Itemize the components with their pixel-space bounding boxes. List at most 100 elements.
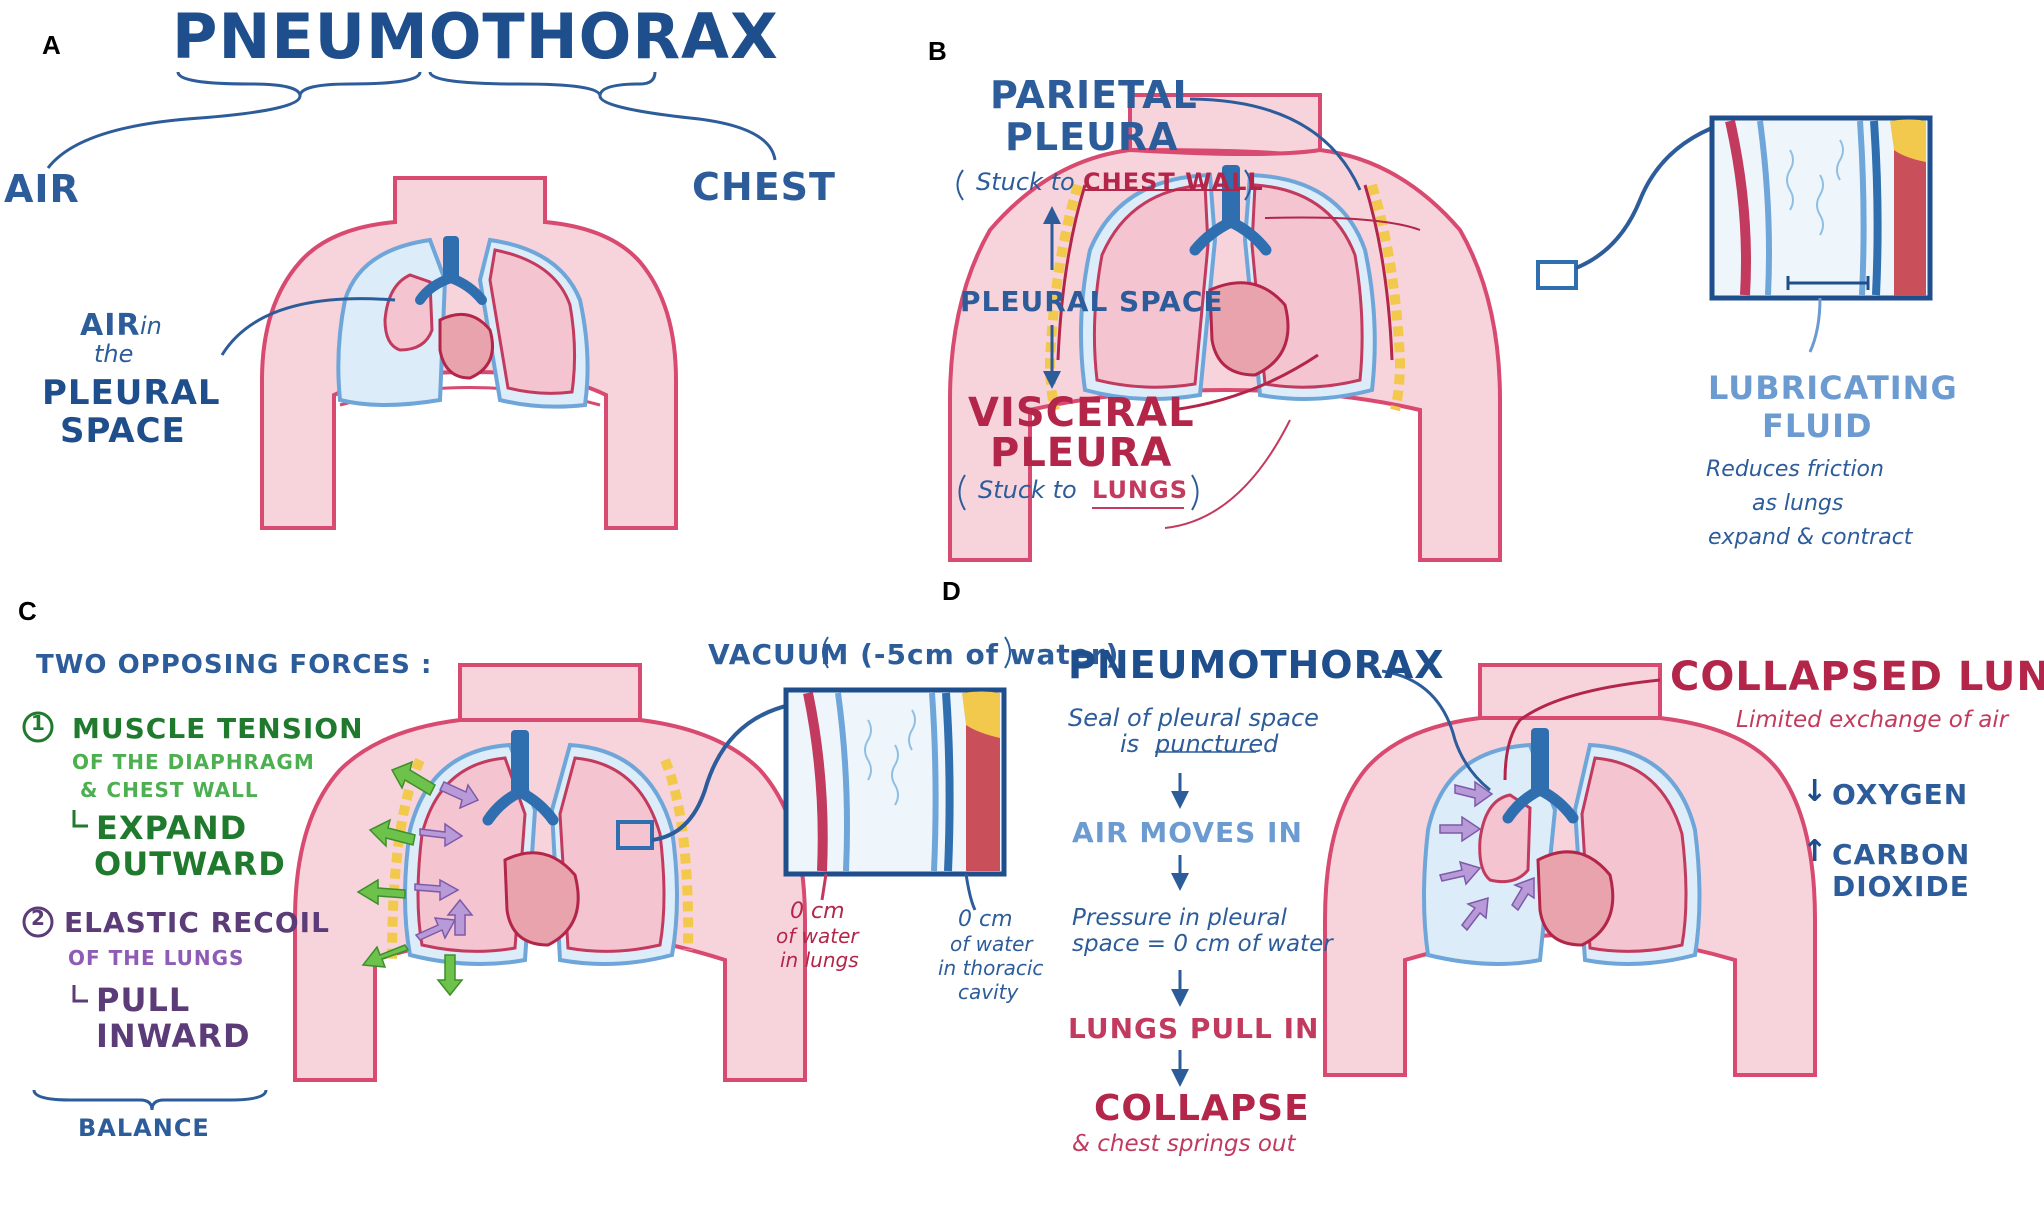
panel-b-left-lung xyxy=(1079,172,1218,401)
panel-d-step0-punctured: punctured xyxy=(1155,730,1279,758)
panel-b-letter: B xyxy=(928,36,947,66)
panel-c-force1-sub2: & CHEST WALL xyxy=(80,778,259,802)
panel-b-trachea xyxy=(1189,165,1272,256)
panel-c-force2-circle xyxy=(22,906,54,938)
panel-b-parietal-note: Stuck to xyxy=(976,168,1075,196)
panel-c-force1-sub1: OF THE DIAPHRAGM xyxy=(72,750,315,774)
panel-a-right-lung xyxy=(477,237,590,409)
panel-a-air-term: AIR xyxy=(4,167,80,211)
panel-d-trachea xyxy=(1502,728,1579,824)
panel-c-zoom-box xyxy=(616,820,654,850)
panel-b-paren-close-2 xyxy=(1191,474,1199,511)
panel-b-heart xyxy=(1208,281,1290,377)
panel-c-cavity-pressure3: in thoracic xyxy=(938,956,1044,980)
panel-c-lungs-pressure2: of water xyxy=(776,924,859,948)
panel-c-letter: C xyxy=(18,596,37,626)
panel-b-zoom-connector xyxy=(1575,126,1713,270)
panel-c-outward-arrows xyxy=(356,760,464,997)
panel-a-pointer xyxy=(220,297,396,356)
panel-c-force2-action1: PULL xyxy=(96,981,191,1019)
panel-b-lungs-pointer xyxy=(1164,419,1291,529)
panel-a-title: PNEUMOTHORAX xyxy=(172,0,779,73)
panel-b-pleural-space: PLEURAL SPACE xyxy=(960,285,1224,318)
panel-d-step2-line2: space = 0 cm of water xyxy=(1072,931,1333,957)
panel-b-zoom-box xyxy=(1536,260,1578,290)
panel-b-parietal-line1: PARIETAL xyxy=(990,73,1198,117)
panel-b-visceral-note: Stuck to xyxy=(978,476,1077,504)
panel-b-parietal-pointer xyxy=(1189,97,1362,191)
panel-b-zoom-inset xyxy=(1709,115,1933,301)
panel-c-cavity-pressure4: cavity xyxy=(958,980,1019,1004)
panel-b-visceral-line2: PLEURA xyxy=(990,430,1173,476)
panel-b-fluid-line2: FLUID xyxy=(1762,407,1873,445)
panel-d-step0-line1: Seal of pleural space xyxy=(1068,704,1319,732)
panel-c-lungs-pressure1: 0 cm xyxy=(790,899,845,924)
panel-c-cavity-pressure1: 0 cm xyxy=(958,907,1013,932)
panel-c-paren-open xyxy=(822,636,829,669)
panel-c-force2-sub: OF THE LUNGS xyxy=(68,946,245,970)
panel-b-parietal-key: CHEST WALL xyxy=(1083,168,1264,196)
panel-a-connector-air xyxy=(46,95,302,169)
panel-c-force1-bracket xyxy=(72,810,88,828)
panel-b-fluid-note1: Reduces friction xyxy=(1706,457,1884,482)
panel-a-brace-air xyxy=(176,71,422,97)
panel-a-label-the: the xyxy=(94,340,134,368)
panel-c-balance: BALANCE xyxy=(78,1114,210,1142)
panel-c-force1-circle xyxy=(22,711,54,743)
panel-d-collapsed-title: COLLAPSED LUNG xyxy=(1670,654,2044,700)
panel-a-chest-term: CHEST xyxy=(692,165,836,209)
panel-d-step2-line1: Pressure in pleural xyxy=(1072,905,1287,931)
panel-c-paren-close xyxy=(1004,636,1011,669)
panel-b-fluid-note2: as lungs xyxy=(1752,491,1844,516)
panel-c-inward-arrows xyxy=(414,781,480,941)
panel-c-balance-brace xyxy=(32,1089,268,1111)
panel-c-zoom-inset xyxy=(783,687,1007,877)
panel-d-step0-is: is xyxy=(1120,730,1140,758)
panel-b-fluid-pointer xyxy=(1808,297,1822,353)
panel-c-zoom-connector xyxy=(651,703,791,842)
panel-c-right-lung xyxy=(549,742,679,966)
panel-c-force2-action2: INWARD xyxy=(96,1017,251,1055)
panel-c-force2-title: ELASTIC RECOIL xyxy=(64,906,330,939)
down-arrow-icon: ↓ xyxy=(1802,774,1828,809)
panel-c-trachea xyxy=(482,730,559,826)
panel-c-lung-pressure-pointer xyxy=(820,873,828,901)
panel-b-visceral-pointer xyxy=(1171,353,1319,412)
panel-a-label-in: in xyxy=(140,312,162,340)
panel-d-heart xyxy=(1536,850,1615,947)
panel-b-chestwall-pointer xyxy=(1264,216,1421,231)
panel-c-force1-action1: EXPAND xyxy=(96,809,248,847)
panel-d-step4: COLLAPSE xyxy=(1094,1088,1310,1129)
panel-d-collapsed-note: Limited exchange of air xyxy=(1736,707,2009,733)
panel-a-trachea xyxy=(415,236,487,305)
panel-d-step1: AIR MOVES IN xyxy=(1072,816,1303,849)
panel-a-brace-chest xyxy=(428,71,657,97)
panel-d-title: PNEUMOTHORAX xyxy=(1068,643,1445,687)
panel-b-paren-open-1 xyxy=(956,169,964,201)
panel-c-heading: TWO OPPOSING FORCES : xyxy=(36,650,433,680)
panel-b-fluid-line1: LUBRICATING xyxy=(1708,369,1958,407)
panel-d-co2-line1: CARBON xyxy=(1832,838,1971,871)
panel-c-heart xyxy=(503,851,580,947)
panel-a-heart xyxy=(438,312,494,380)
panel-c-vacuum-label: VACUUM (-5cm of water) xyxy=(708,638,1120,671)
panel-d-oxygen: OXYGEN xyxy=(1832,778,1969,811)
panel-c-cavity-pressure-pointer xyxy=(964,873,977,911)
panel-b-visceral-line1: VISCERAL xyxy=(968,390,1195,436)
panel-c-force1-number: 1 xyxy=(31,711,45,735)
panel-d-step3: LUNGS PULL IN xyxy=(1068,1012,1320,1045)
panel-a-label-air: AIR xyxy=(80,308,141,343)
panel-c-force2-bracket xyxy=(72,985,88,1003)
panel-d-co2-line2: DIOXIDE xyxy=(1832,870,1970,903)
panel-c-cavity-pressure2: of water xyxy=(950,932,1033,956)
panel-a-left-lung-with-air xyxy=(336,237,448,407)
panel-a-label-pleural: PLEURAL xyxy=(42,373,221,413)
panel-a-letter: A xyxy=(42,30,61,60)
panel-d-pneumothorax-pointer xyxy=(1381,669,1491,792)
panel-b-paren-close-1 xyxy=(1244,169,1252,201)
panel-b-paren-open-2 xyxy=(958,474,966,511)
panel-b-parietal-line2: PLEURA xyxy=(1005,115,1179,159)
panel-c-force1-action2: OUTWARD xyxy=(94,845,286,883)
panel-c-force2-number: 2 xyxy=(31,906,45,930)
